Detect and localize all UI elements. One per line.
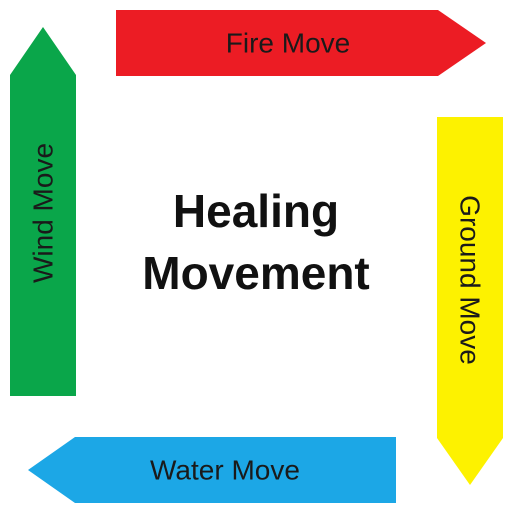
ground-move-arrow: Ground Move (437, 117, 503, 485)
fire-move-arrow: Fire Move (116, 10, 486, 76)
ground-move-label: Ground Move (455, 195, 486, 365)
fire-move-arrow-shape (116, 10, 486, 76)
water-move-arrow-shape (28, 437, 396, 503)
ground-move-arrow-shape (437, 117, 503, 485)
water-move-arrow: Water Move (28, 437, 396, 503)
center-title: Healing Movement (106, 180, 406, 304)
fire-move-label: Fire Move (226, 28, 350, 59)
center-title-line-2: Movement (142, 247, 370, 299)
wind-move-arrow-shape (10, 27, 76, 396)
wind-move-arrow: Wind Move (10, 27, 76, 396)
center-title-line-1: Healing (172, 185, 340, 237)
water-move-label: Water Move (150, 455, 300, 486)
wind-move-label: Wind Move (28, 143, 59, 283)
